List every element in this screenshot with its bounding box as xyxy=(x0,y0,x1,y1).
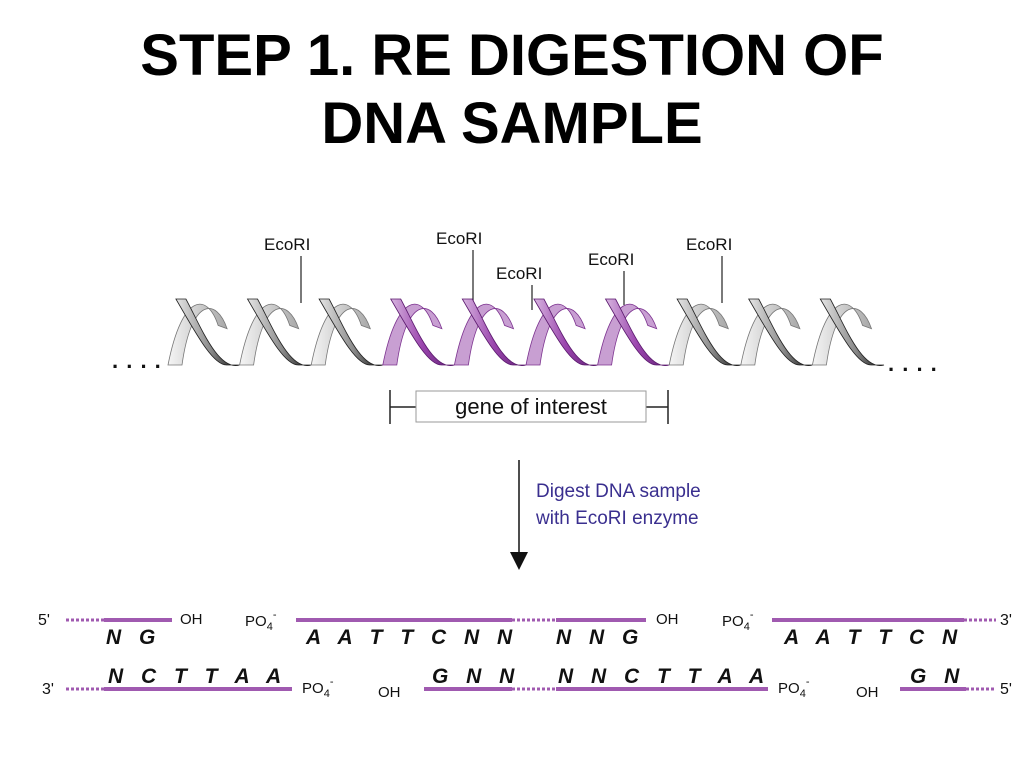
bottom-seq-1: N C T T A A xyxy=(108,665,287,688)
dna-double-helix xyxy=(167,298,885,366)
top-seq-2: A A T T C N N xyxy=(305,626,518,649)
ecori-label-1: EcoRI xyxy=(264,235,310,254)
bottom-strand: 3' N C T T A A PO4- OH G N N N N C T T A… xyxy=(42,665,1012,701)
helix-front-ribbon xyxy=(604,298,670,366)
bottom-po4-1: PO4- xyxy=(302,676,334,700)
gene-of-interest-label: gene of interest xyxy=(455,394,607,419)
bottom-seq-4: G N xyxy=(910,665,965,688)
helix-front-ribbon xyxy=(246,298,312,366)
gene-of-interest-bracket: gene of interest xyxy=(389,390,669,424)
top-seq-4: A A T T C N xyxy=(783,626,963,649)
ecori-sites: EcoRI EcoRI EcoRI EcoRI EcoRI xyxy=(264,229,732,310)
helix-front-ribbon xyxy=(318,298,383,366)
top-oh-2: OH xyxy=(656,611,679,628)
ecori-label-5: EcoRI xyxy=(686,235,732,254)
ecori-label-2: EcoRI xyxy=(436,229,482,248)
bottom-po4-2: PO4- xyxy=(778,676,810,700)
bottom-oh-2: OH xyxy=(856,684,879,701)
helix-ellipsis-left: . . . . xyxy=(112,348,162,373)
ecori-label-3: EcoRI xyxy=(496,264,542,283)
top-seq-3: N N G xyxy=(556,626,644,649)
bottom-seq-2: G N N xyxy=(432,665,520,688)
helix-front-ribbon xyxy=(461,298,527,366)
digest-note-line-2: with EcoRI enzyme xyxy=(535,508,699,529)
helix-front-ribbon xyxy=(533,298,598,366)
bottom-strand-5prime: 5' xyxy=(1000,681,1012,698)
top-strand-3prime: 3' xyxy=(1000,612,1012,629)
bottom-seq-3: N N C T T A A xyxy=(558,665,770,688)
title-line-1: STEP 1. RE DIGESTION OF xyxy=(140,23,884,88)
top-strand: 5' N G OH PO4- A A T T C N N N N G OH PO… xyxy=(38,609,1012,649)
helix-front-ribbon xyxy=(676,298,741,366)
bottom-strand-3prime: 3' xyxy=(42,681,54,698)
helix-front-ribbon xyxy=(819,298,885,366)
bottom-oh-1: OH xyxy=(378,684,401,701)
helix-front-ribbon xyxy=(748,298,813,366)
digest-arrow xyxy=(510,460,528,570)
top-po4-1: PO4- xyxy=(245,609,277,633)
helix-front-ribbon xyxy=(175,298,240,366)
top-oh-1: OH xyxy=(180,611,203,628)
helix-ellipsis-right: . . . . xyxy=(888,351,938,376)
top-strand-5prime: 5' xyxy=(38,612,50,629)
helix-front-ribbon xyxy=(390,298,455,366)
page-title: STEP 1. RE DIGESTION OF DNA SAMPLE xyxy=(0,22,1024,158)
digest-note-line-1: Digest DNA sample xyxy=(536,481,701,502)
top-po4-2: PO4- xyxy=(722,609,754,633)
ecori-label-4: EcoRI xyxy=(588,250,634,269)
top-seq-1: N G xyxy=(106,626,161,649)
title-line-2: DNA SAMPLE xyxy=(321,91,703,156)
